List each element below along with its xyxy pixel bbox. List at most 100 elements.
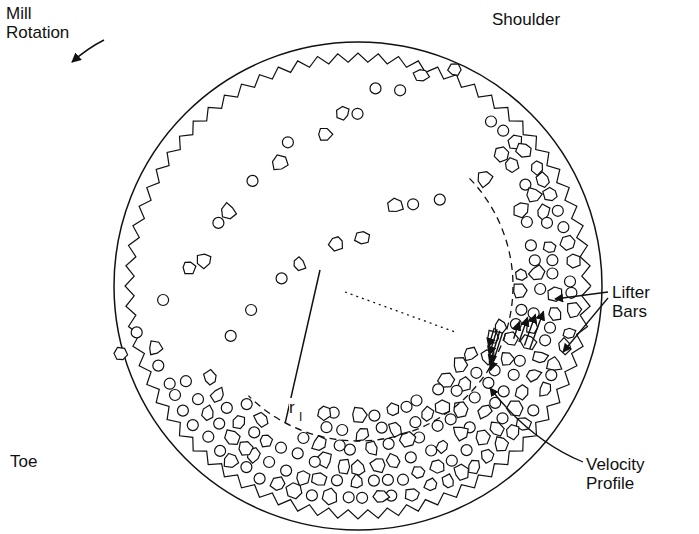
ore-rock: [297, 471, 310, 486]
grinding-ball: [486, 116, 497, 127]
ore-rock: [318, 406, 331, 420]
ore-rock: [516, 144, 531, 158]
grinding-ball: [376, 422, 387, 433]
grinding-ball: [368, 475, 379, 486]
leader-line: [555, 292, 608, 299]
grinding-ball: [498, 386, 509, 397]
ore-rock: [560, 235, 575, 250]
part-label: Velocity Profile: [586, 455, 676, 493]
ore-rock: [351, 474, 362, 488]
ore-rock: [448, 64, 461, 76]
ore-rock: [482, 450, 494, 464]
ore-rock: [424, 478, 437, 491]
grinding-ball: [334, 440, 345, 451]
lifter-zigzag: [125, 53, 591, 519]
velocity-arrow: [524, 314, 535, 345]
grinding-ball: [535, 284, 546, 295]
ore-rock: [559, 338, 571, 355]
grinding-ball: [282, 137, 293, 148]
profile-axis: [345, 292, 455, 332]
grinding-ball: [170, 390, 181, 401]
grinding-ball: [411, 395, 422, 406]
ore-rock: [567, 254, 580, 268]
ore-rock: [507, 401, 524, 416]
part-label: Toe: [10, 452, 37, 471]
grinding-ball: [249, 427, 260, 438]
ore-rock: [540, 382, 551, 396]
grinding-ball: [552, 205, 563, 216]
velocity-arrow: [491, 332, 503, 370]
grinding-ball: [247, 175, 258, 186]
part-label: I: [299, 410, 302, 424]
ore-rock: [454, 464, 468, 480]
ore-rock: [386, 454, 400, 468]
ore-rock: [183, 262, 196, 274]
grinding-ball: [298, 433, 309, 444]
grinding-ball: [498, 125, 509, 136]
ore-rock: [210, 387, 223, 402]
grinding-ball: [369, 410, 380, 421]
ore-rock: [273, 155, 289, 170]
grinding-ball: [529, 255, 540, 266]
grinding-ball: [153, 360, 164, 371]
grinding-ball: [528, 308, 539, 319]
ore-rock: [356, 429, 369, 441]
ore-rock: [507, 425, 519, 440]
ore-rock: [366, 441, 377, 455]
ore-rock: [504, 332, 519, 345]
grinding-ball: [540, 335, 551, 346]
grinding-ball: [241, 399, 252, 410]
ore-rock: [389, 423, 402, 438]
ore-rock: [454, 402, 468, 418]
ore-rock: [353, 407, 368, 422]
ore-rock: [337, 107, 349, 121]
ore-rock: [478, 405, 492, 419]
ore-rock: [469, 460, 480, 473]
ore-rock: [260, 435, 272, 447]
leader-line: [563, 298, 608, 352]
ore-rock: [527, 188, 542, 202]
ore-rock: [312, 473, 327, 485]
grinding-ball: [445, 414, 456, 425]
lifter-bars: [125, 53, 591, 519]
grinding-ball: [565, 276, 576, 287]
grinding-ball: [408, 199, 419, 210]
grinding-ball: [405, 452, 416, 463]
velocity-arrow: [489, 328, 495, 347]
grinding-ball: [382, 474, 393, 485]
grinding-ball: [410, 417, 421, 428]
part-label: r: [289, 398, 295, 417]
ore-rock: [224, 454, 238, 468]
grinding-ball: [525, 240, 536, 251]
ore-rock: [501, 353, 514, 366]
ore-rock: [549, 308, 561, 321]
grinding-ball: [215, 445, 226, 456]
grinding-ball: [542, 217, 553, 228]
ore-rock: [114, 347, 128, 359]
ore-rock: [373, 491, 390, 503]
grinding-ball: [433, 384, 444, 395]
ore-rock: [294, 257, 306, 271]
ore-rock: [412, 467, 425, 478]
grinding-ball: [497, 413, 508, 424]
grinding-ball: [281, 465, 292, 476]
part-label: Mill Rotation: [6, 4, 86, 42]
grinding-ball: [514, 355, 525, 366]
mill-shell: [114, 42, 602, 530]
grinding-ball: [213, 217, 224, 228]
ore-rock: [536, 172, 549, 188]
ore-rock: [239, 442, 253, 455]
grinding-ball: [306, 490, 317, 501]
ore-rock: [495, 437, 508, 451]
grinding-ball: [510, 319, 521, 330]
ore-rock: [547, 357, 562, 371]
grinding-ball: [321, 422, 332, 433]
grinding-ball: [337, 425, 348, 436]
grinding-ball: [180, 376, 191, 387]
ore-rock: [548, 287, 562, 301]
radius-line: [285, 270, 320, 423]
ore-rock: [454, 358, 467, 372]
ore-rock: [233, 416, 244, 429]
ore-rock: [319, 129, 333, 141]
